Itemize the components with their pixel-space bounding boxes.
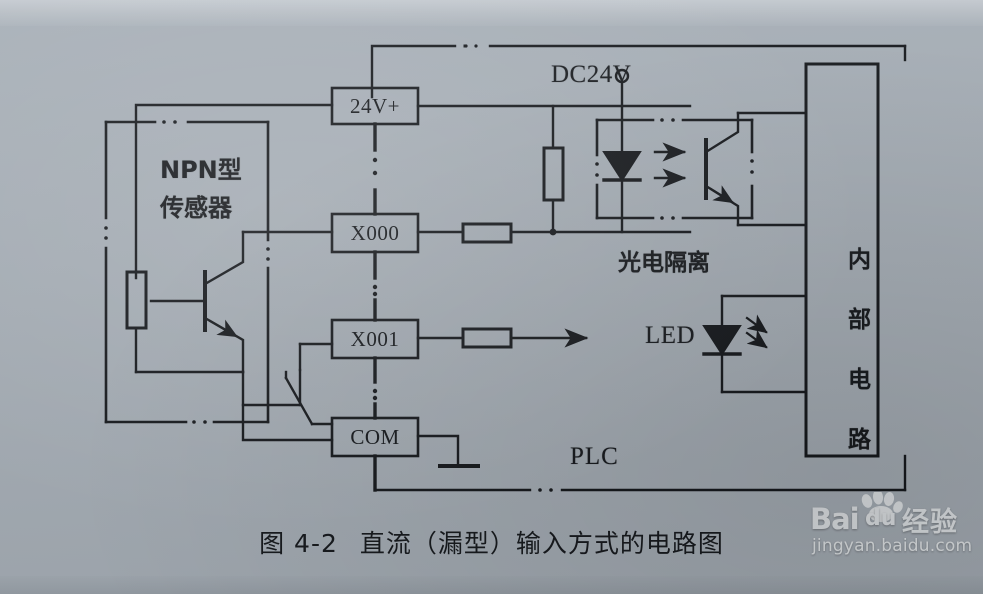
paw-print-icon [861,492,903,522]
watermark-bai: Bai [810,502,860,536]
plc-label: PLC [570,443,619,470]
photocoupler-enclosure [595,118,754,220]
watermark-jingyan: 经验 [902,507,958,538]
internal-circuit-box [804,62,880,458]
terminal-label-x001[interactable]: X001 [350,327,400,351]
phototransistor-symbol [704,111,740,227]
status-led-branch [702,294,808,394]
baidu-watermark: Bai du 经验 jingyan.baidu.com [810,492,978,564]
figure-caption: 图 4-2 直流（漏型）输入方式的电路图 [0,524,983,560]
terminal-strip-dashes [372,122,378,492]
sensor-label-line2: 传感器 [160,194,232,222]
watermark-url: jingyan.baidu.com [812,536,973,556]
supply-resistor-symbol [542,104,565,234]
led-label: LED [645,322,696,349]
watermark-du: du [865,506,897,531]
sensor-resistor-symbol [125,270,148,374]
terminal-label-x000[interactable]: X000 [350,221,400,245]
sensor-supply-wire [134,103,334,280]
dc24v-terminal-circle [614,68,630,84]
internal-circuit-char1: 内 [848,247,872,273]
internal-circuit-char2: 部 [848,307,872,333]
sensor-label-line1: NPN型 [160,156,242,184]
photocoupler-led-symbol [602,104,642,234]
terminal-label-com[interactable]: COM [350,425,400,449]
bottom-return-rail [373,454,907,492]
junction-dot-supply [549,228,557,236]
npn-sensor-enclosure [104,120,270,424]
caption-text: 直流（漏型）输入方式的电路图 [359,529,724,558]
npn-transistor-symbol [149,230,245,374]
wire-sensor-to-com [241,403,334,442]
photo-isolation-label: 光电隔离 [618,250,710,276]
internal-circuit-char3: 电 [848,367,872,393]
x000-input-resistor-symbol [461,222,513,244]
terminal-label-24v[interactable]: 24V+ [349,94,400,118]
push-switch-symbol [284,342,334,426]
earth-ground-symbol [416,434,480,468]
paper-top-edge [0,0,983,26]
top-supply-rail [370,44,907,99]
paper-bottom-edge [0,576,983,594]
x001-input-resistor-symbol [461,327,513,349]
dc24v-label: DC24V [551,61,632,88]
light-emission-arrows [653,142,687,188]
internal-circuit-char4: 路 [848,427,872,453]
internal-circuit-label: 内 部 电 路 [816,215,871,485]
caption-number: 图 4-2 [259,529,338,558]
